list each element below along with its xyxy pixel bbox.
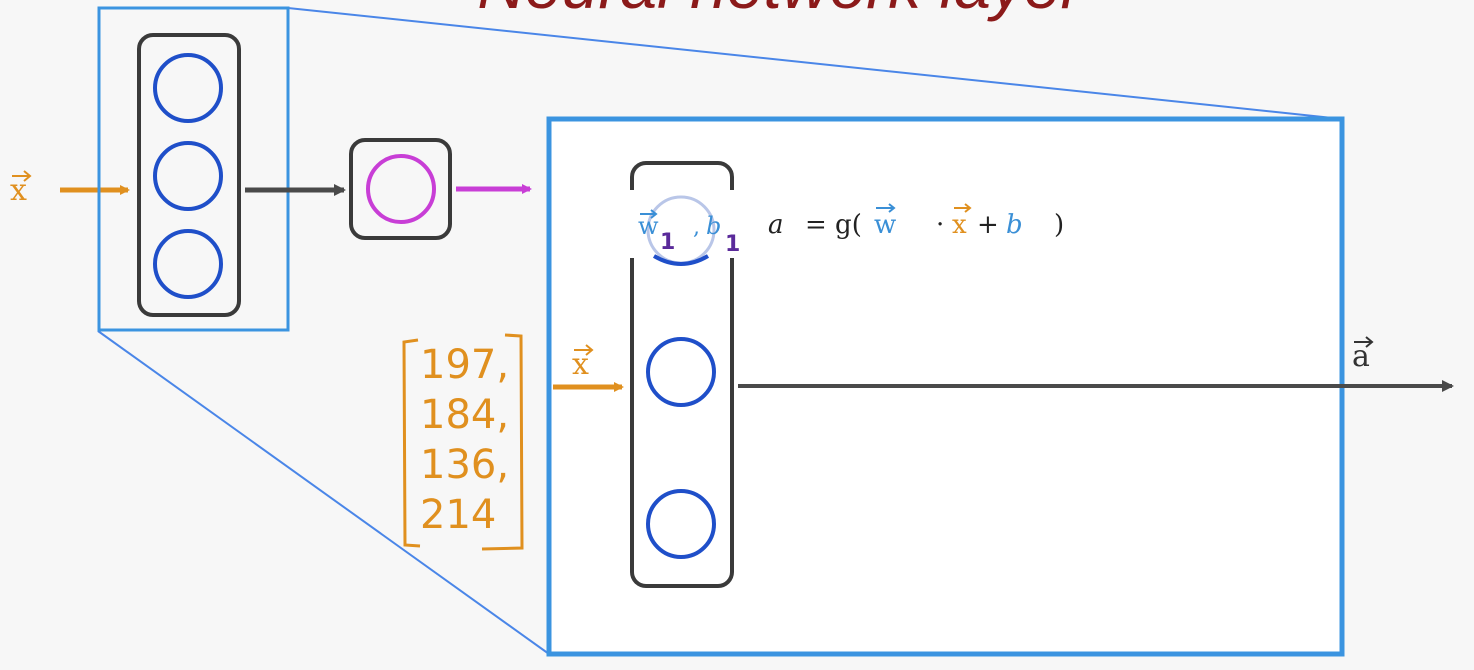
svg-text:x: x [10,173,27,208]
formula-dot: · [936,210,944,240]
formula-plus: + [977,210,999,240]
svg-text:a: a [1352,339,1370,374]
neuron-1-highlight [627,190,737,258]
neuron-1-bias: b [706,212,721,240]
zoomed-layer [630,161,734,588]
input-value: 136, [420,442,509,488]
formula-close: ) [1054,210,1064,240]
neuron-1-bias-subscript: 1 [725,232,740,257]
zoom-line-top [287,7,1343,120]
small-input-label: x [10,170,32,208]
activation-formula: a = g( w · x + b ) [768,203,1064,240]
output-layer [349,138,452,240]
small-layer-highlight [97,6,290,332]
input-value: 197, [420,342,509,388]
neuron-1-weight-subscript: 1 [660,230,675,255]
neuron-1-weight: w [638,212,659,240]
svg-text:x: x [572,347,589,382]
input-value: 214 [420,492,496,538]
zoomed-input-label: x [572,344,594,382]
neuron-3 [646,489,716,559]
zoom-line-bottom [97,330,550,655]
small-layer [137,33,241,317]
small-neuron-1 [153,53,223,123]
output-neuron [366,154,436,224]
bracket-right [481,333,524,551]
formula-b: b [1006,210,1023,240]
formula-eq: = g( [805,210,862,240]
neuron-1-comma: , [693,215,700,240]
input-vector-values: 197, 184, 136, 214 [402,333,524,551]
neuron-1-arc [652,254,710,266]
input-value: 184, [420,392,509,438]
formula-x: x [952,210,967,240]
neuron-2 [646,337,716,407]
formula-a: a [768,210,784,240]
small-neuron-3 [153,229,223,299]
slide-title: Neural network layer [477,0,1085,22]
output-vector-label: a [1352,336,1374,374]
neuron-1-params: w 1 , b 1 [638,209,740,257]
small-neuron-2 [153,141,223,211]
bracket-left [402,338,421,548]
formula-w: w [874,210,896,240]
